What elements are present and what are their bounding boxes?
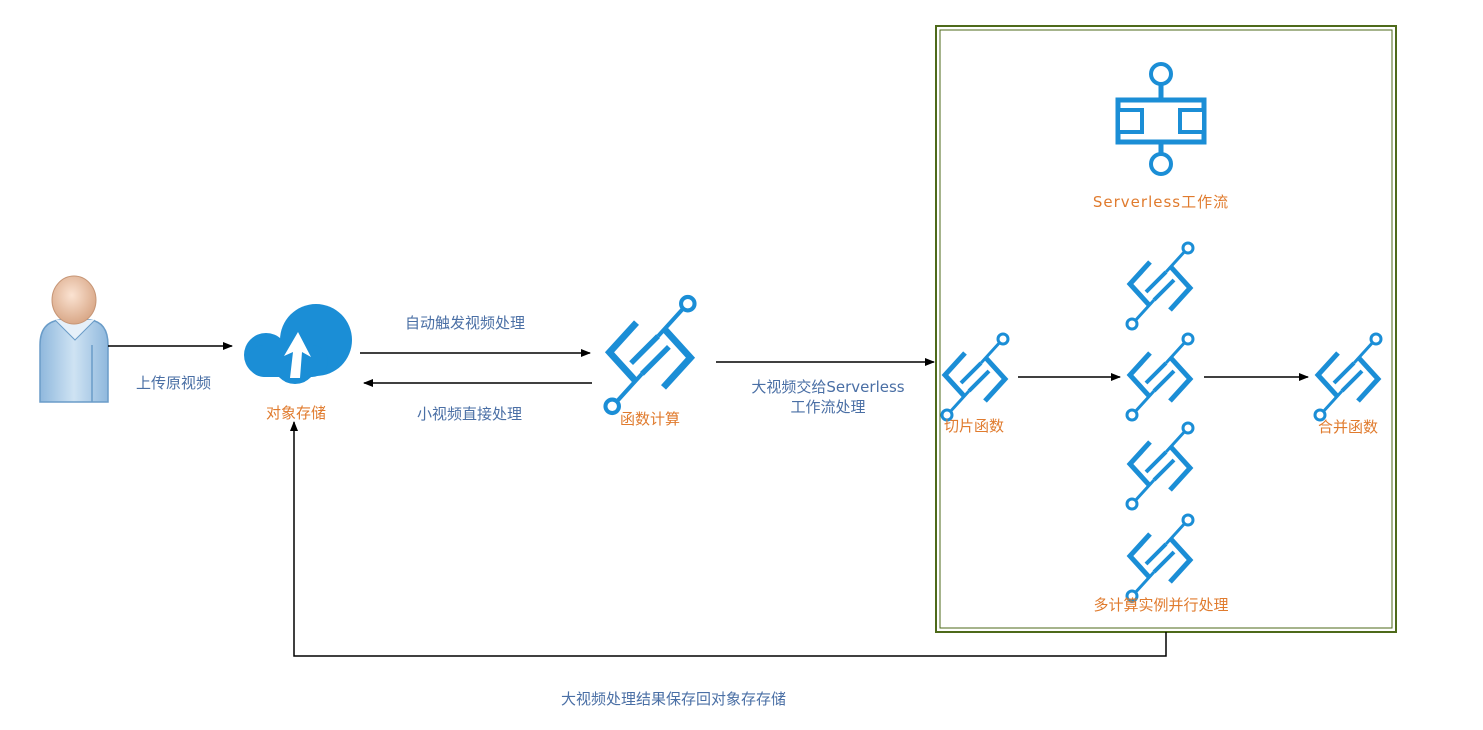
node-label-workflow: Serverless工作流 xyxy=(1092,193,1230,211)
node-label-slice-function: 切片函数 xyxy=(944,417,1005,435)
merge-function-icon xyxy=(1315,334,1381,420)
parallel-function-icon-4 xyxy=(1127,515,1193,601)
edge-label-small-video: 小视频直接处理 xyxy=(417,405,523,423)
slice-function-icon xyxy=(942,334,1008,420)
parallel-function-icon-3 xyxy=(1127,423,1193,509)
function-compute-icon xyxy=(605,297,694,413)
user-icon xyxy=(39,275,109,403)
edge-label-upload: 上传原视频 xyxy=(136,374,212,392)
workflow-frame-outer xyxy=(935,25,1397,633)
workflow-frame-inner xyxy=(939,29,1393,629)
cloud-upload-icon xyxy=(244,304,352,384)
node-label-parallel-instances: 多计算实例并行处理 xyxy=(1093,596,1229,614)
node-label-function-compute: 函数计算 xyxy=(620,410,681,428)
workflow-icon xyxy=(1115,62,1207,176)
edge-label-to-workflow-line2: 工作流处理 xyxy=(790,398,866,416)
edge-label-auto-trigger: 自动触发视频处理 xyxy=(405,314,526,332)
node-label-merge-function: 合并函数 xyxy=(1318,418,1379,436)
parallel-function-icon-1 xyxy=(1127,243,1193,329)
arrow-save-back xyxy=(290,421,1167,657)
edge-label-save-back: 大视频处理结果保存回对象存存储 xyxy=(561,690,787,708)
edge-label-to-workflow-line1: 大视频交给Serverless xyxy=(751,378,905,396)
parallel-function-icon-2 xyxy=(1127,334,1193,420)
node-label-object-storage: 对象存储 xyxy=(266,404,327,422)
